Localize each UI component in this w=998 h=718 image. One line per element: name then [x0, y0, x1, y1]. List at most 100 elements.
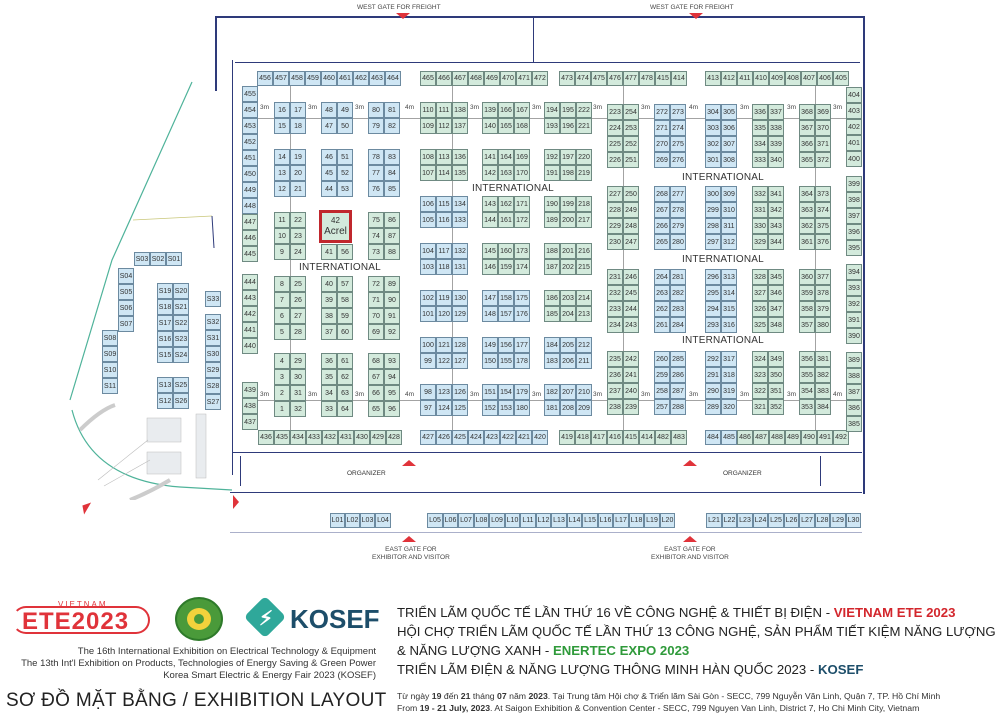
booth-357[interactable]: 357 — [799, 317, 815, 333]
booth-313[interactable]: 313 — [721, 269, 737, 285]
booth-15[interactable]: 15 — [274, 118, 290, 134]
booth-470[interactable]: 470 — [500, 71, 516, 86]
booth-L23[interactable]: L23 — [737, 513, 753, 528]
booth-248[interactable]: 248 — [623, 218, 639, 234]
booth-205[interactable]: 205 — [560, 337, 576, 353]
booth-467[interactable]: 467 — [452, 71, 468, 86]
booth-384[interactable]: 384 — [815, 399, 831, 415]
booth-391[interactable]: 391 — [846, 312, 862, 328]
booth-111[interactable]: 111 — [436, 102, 452, 118]
booth-244[interactable]: 244 — [623, 301, 639, 317]
booth-187[interactable]: 187 — [544, 259, 560, 275]
booth-183[interactable]: 183 — [544, 353, 560, 369]
booth-353[interactable]: 353 — [799, 399, 815, 415]
booth-325[interactable]: 325 — [752, 317, 768, 333]
booth-L01[interactable]: L01 — [330, 513, 345, 528]
booth-461[interactable]: 461 — [337, 71, 353, 86]
booth-348[interactable]: 348 — [768, 317, 784, 333]
booth-29[interactable]: 29 — [290, 353, 306, 369]
booth-90[interactable]: 90 — [384, 292, 400, 308]
booth-303[interactable]: 303 — [705, 120, 721, 136]
booth-413[interactable]: 413 — [705, 71, 721, 86]
booth-386[interactable]: 386 — [846, 400, 862, 416]
booth-200[interactable]: 200 — [560, 212, 576, 228]
booth-129[interactable]: 129 — [452, 306, 468, 322]
booth-88[interactable]: 88 — [384, 244, 400, 260]
booth-92[interactable]: 92 — [384, 324, 400, 340]
booth-455[interactable]: 455 — [242, 86, 258, 102]
booth-74[interactable]: 74 — [368, 228, 384, 244]
booth-484[interactable]: 484 — [705, 430, 721, 445]
booth-330[interactable]: 330 — [752, 218, 768, 234]
booth-141[interactable]: 141 — [482, 149, 498, 165]
booth-445[interactable]: 445 — [242, 246, 258, 262]
booth-273[interactable]: 273 — [670, 104, 686, 120]
booth-162[interactable]: 162 — [498, 196, 514, 212]
booth-395[interactable]: 395 — [846, 240, 862, 256]
booth-L20[interactable]: L20 — [660, 513, 675, 528]
booth-328[interactable]: 328 — [752, 269, 768, 285]
booth-465[interactable]: 465 — [420, 71, 436, 86]
booth-231[interactable]: 231 — [607, 269, 623, 285]
booth-249[interactable]: 249 — [623, 202, 639, 218]
booth-253[interactable]: 253 — [623, 120, 639, 136]
booth-122[interactable]: 122 — [436, 353, 452, 369]
booth-444[interactable]: 444 — [242, 274, 258, 290]
booth-182[interactable]: 182 — [544, 384, 560, 400]
booth-320[interactable]: 320 — [721, 399, 737, 415]
booth-336[interactable]: 336 — [752, 104, 768, 120]
booth-91[interactable]: 91 — [384, 308, 400, 324]
booth-251[interactable]: 251 — [623, 152, 639, 168]
booth-L30[interactable]: L30 — [846, 513, 861, 528]
booth-213[interactable]: 213 — [576, 306, 592, 322]
booth-7[interactable]: 7 — [274, 292, 290, 308]
booth-178[interactable]: 178 — [514, 353, 530, 369]
booth-293[interactable]: 293 — [705, 317, 721, 333]
booth-4[interactable]: 4 — [274, 353, 290, 369]
booth-431[interactable]: 431 — [338, 430, 354, 445]
booth-S32[interactable]: S32 — [205, 314, 221, 330]
booth-9[interactable]: 9 — [274, 244, 290, 260]
booth-S31[interactable]: S31 — [205, 330, 221, 346]
booth-347[interactable]: 347 — [768, 301, 784, 317]
booth-S09[interactable]: S09 — [102, 346, 118, 362]
booth-69[interactable]: 69 — [368, 324, 384, 340]
booth-85[interactable]: 85 — [384, 181, 400, 197]
booth-L29[interactable]: L29 — [830, 513, 846, 528]
booth-37[interactable]: 37 — [321, 324, 337, 340]
booth-S03[interactable]: S03 — [134, 252, 150, 266]
booth-421[interactable]: 421 — [516, 430, 532, 445]
booth-234[interactable]: 234 — [607, 317, 623, 333]
booth-160[interactable]: 160 — [498, 243, 514, 259]
booth-212[interactable]: 212 — [576, 337, 592, 353]
booth-361[interactable]: 361 — [799, 234, 815, 250]
booth-124[interactable]: 124 — [436, 400, 452, 416]
booth-378[interactable]: 378 — [815, 285, 831, 301]
booth-219[interactable]: 219 — [576, 165, 592, 181]
booth-151[interactable]: 151 — [482, 384, 498, 400]
booth-137[interactable]: 137 — [452, 118, 468, 134]
booth-339[interactable]: 339 — [768, 136, 784, 152]
booth-139[interactable]: 139 — [482, 102, 498, 118]
booth-63[interactable]: 63 — [337, 385, 353, 401]
booth-446[interactable]: 446 — [242, 230, 258, 246]
booth-138[interactable]: 138 — [452, 102, 468, 118]
booth-150[interactable]: 150 — [482, 353, 498, 369]
booth-398[interactable]: 398 — [846, 192, 862, 208]
booth-19[interactable]: 19 — [290, 149, 306, 165]
booth-126[interactable]: 126 — [452, 384, 468, 400]
booth-286[interactable]: 286 — [670, 367, 686, 383]
booth-123[interactable]: 123 — [436, 384, 452, 400]
booth-132[interactable]: 132 — [452, 243, 468, 259]
booth-487[interactable]: 487 — [753, 430, 769, 445]
booth-136[interactable]: 136 — [452, 149, 468, 165]
booth-453[interactable]: 453 — [242, 118, 258, 134]
booth-355[interactable]: 355 — [799, 367, 815, 383]
booth-8[interactable]: 8 — [274, 276, 290, 292]
booth-277[interactable]: 277 — [670, 186, 686, 202]
booth-158[interactable]: 158 — [498, 290, 514, 306]
booth-51[interactable]: 51 — [337, 149, 353, 165]
booth-345[interactable]: 345 — [768, 269, 784, 285]
booth-30[interactable]: 30 — [290, 369, 306, 385]
booth-89[interactable]: 89 — [384, 276, 400, 292]
